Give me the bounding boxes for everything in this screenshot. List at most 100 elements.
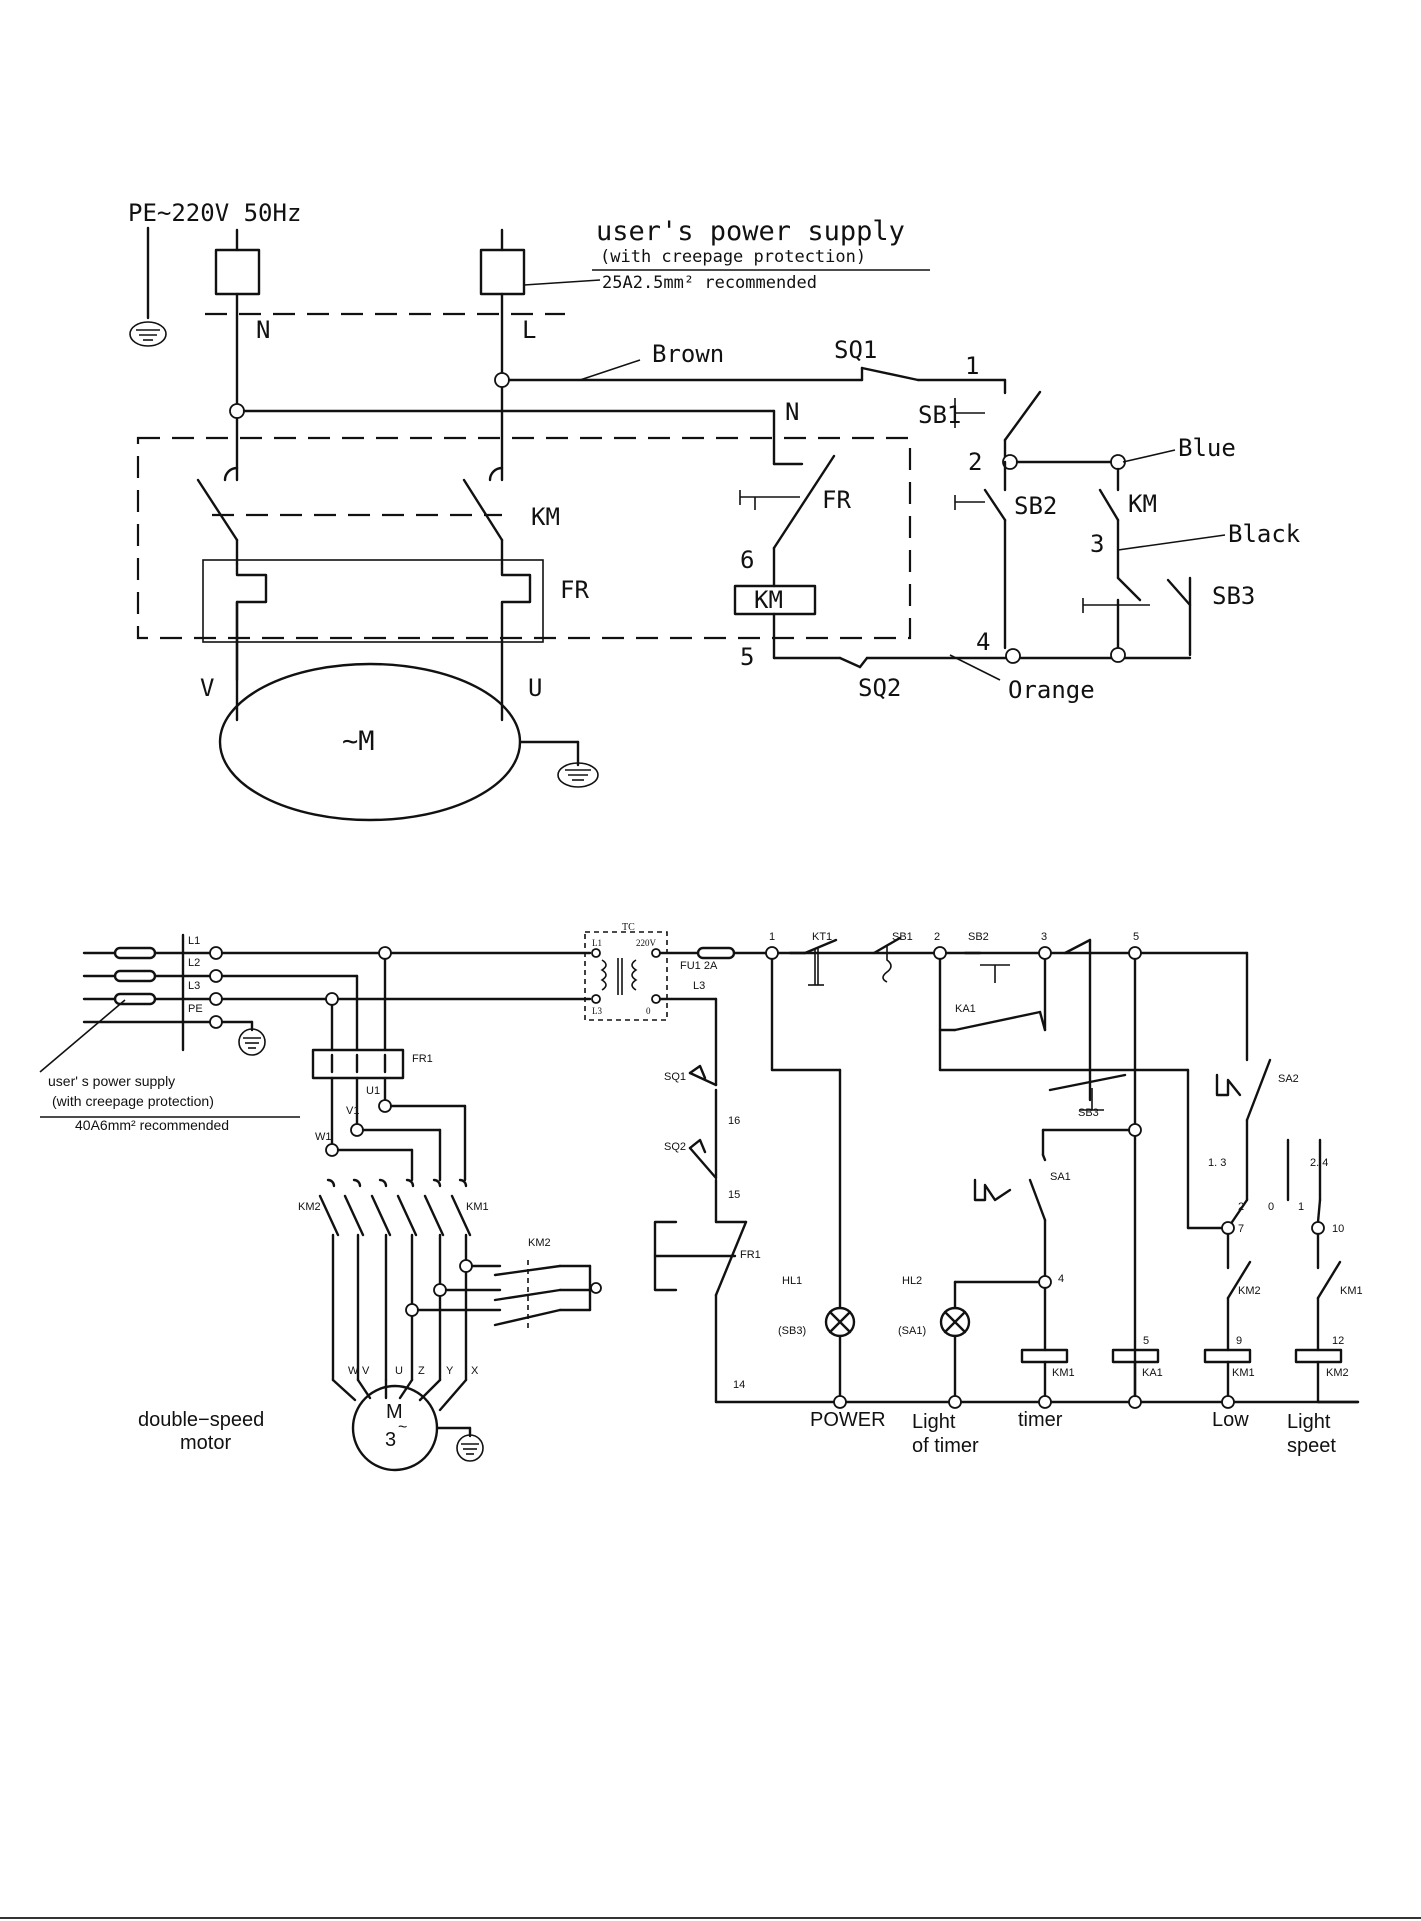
label-tc: TC (622, 922, 635, 933)
term-w: W (348, 1365, 359, 1377)
supply-recommend-2: 40A6mm² recommended (75, 1117, 229, 1133)
label-sq2-b: SQ2 (664, 1141, 686, 1153)
label-ka1-contact: KA1 (955, 1003, 976, 1015)
tc-0: 0 (646, 1006, 651, 1016)
motor-m: M (386, 1401, 403, 1423)
label-l3-ctrl: L3 (693, 980, 705, 992)
label-fr-ctrl: FR (822, 486, 851, 514)
label-sq1: SQ1 (834, 336, 877, 364)
km-contact-row (318, 1178, 472, 1237)
label-fr-main: FR (560, 576, 589, 604)
node-12: 12 (1332, 1335, 1344, 1347)
label-4: 4 (976, 628, 990, 656)
label-km-main: KM (531, 503, 560, 531)
label-hl1: HL1 (782, 1275, 802, 1287)
supply-note-2: (with creepage protection) (52, 1093, 214, 1109)
fr-thermal-relay (202, 559, 544, 643)
label-sb2: SB2 (1014, 492, 1057, 520)
label-sq1-b: SQ1 (664, 1071, 686, 1083)
label-1: 1 (965, 352, 979, 380)
node-10: 10 (1332, 1223, 1344, 1235)
label-3: 3 (1090, 530, 1104, 558)
caption-timer: timer (1018, 1409, 1063, 1431)
label-km1-c: KM1 (1340, 1285, 1363, 1297)
label-brown: Brown (652, 340, 724, 368)
label-sb3-b: SB3 (1078, 1107, 1099, 1119)
label-fu1: FU1 2A (680, 960, 718, 972)
ground-icon (238, 1028, 266, 1056)
term-u: U (395, 1365, 403, 1377)
label-u1: U1 (366, 1085, 380, 1097)
label-sb1-b: SB1 (892, 931, 913, 943)
enclosure (136, 436, 912, 640)
pe-voltage-label: PE~220V 50Hz (128, 199, 301, 227)
double-speed-wiring-diagram: L1 L2 L3 PE user' s power supply (with c… (39, 922, 1363, 1472)
supply-title: user's power supply (596, 216, 905, 247)
label-km2-c: KM2 (1238, 1285, 1261, 1297)
motor-caption-2: motor (180, 1432, 231, 1454)
node-5b: 5 (1143, 1335, 1149, 1347)
label-orange: Orange (1008, 676, 1095, 704)
caption-low: Low (1212, 1409, 1249, 1431)
ground-icon (557, 762, 599, 788)
motor-3: 3 (385, 1429, 396, 1451)
caption-light-speed-1: Light (1287, 1411, 1331, 1433)
label-l: L (522, 316, 536, 344)
label-km-coil: KM (754, 586, 783, 614)
term-z: Z (418, 1365, 425, 1377)
motor-label: ~M (342, 726, 375, 757)
label-l1: L1 (188, 935, 200, 947)
sw-pos-1: 1 (1298, 1201, 1304, 1213)
sw-pos-13: 1. 3 (1208, 1157, 1226, 1169)
label-pe: PE (188, 1003, 203, 1015)
caption-power: POWER (810, 1409, 886, 1431)
km1-low-coil (1203, 1348, 1252, 1364)
label-l3: L3 (188, 980, 200, 992)
label-fr1-ctrl: FR1 (740, 1249, 761, 1261)
node-15: 15 (728, 1189, 740, 1201)
coil-km1-low: KM1 (1232, 1367, 1255, 1379)
label-2: 2 (968, 448, 982, 476)
ground-icon (129, 321, 167, 347)
coil-km1-timer: KM1 (1052, 1367, 1075, 1379)
sw-pos-0: 0 (1268, 1201, 1274, 1213)
term-x: X (471, 1365, 479, 1377)
motor-tilde: ~ (398, 1419, 407, 1436)
label-v1: V1 (346, 1105, 359, 1117)
label-5: 5 (740, 643, 754, 671)
sw-pos-24: 2. 4 (1310, 1157, 1328, 1169)
label-sa1: SA1 (1050, 1171, 1071, 1183)
label-sq2: SQ2 (858, 674, 901, 702)
label-v: V (200, 674, 214, 702)
motor-caption-1: double−speed (138, 1409, 264, 1431)
sw-pos-2: 2 (1238, 1201, 1244, 1213)
label-kt1: KT1 (812, 931, 832, 943)
coil-km2: KM2 (1326, 1367, 1349, 1379)
node-7: 7 (1238, 1223, 1244, 1235)
label-sb3: SB3 (1212, 582, 1255, 610)
term-v: V (362, 1365, 370, 1377)
label-n2: N (785, 398, 799, 426)
motor-double-speed (351, 1384, 439, 1472)
single-speed-wiring-diagram: PE~220V 50Hz user's power supply (with c… (128, 199, 1301, 822)
fuse-n (214, 248, 261, 296)
caption-light-timer-2: of timer (912, 1435, 979, 1457)
label-sb2-b: SB2 (968, 931, 989, 943)
label-hl2: HL2 (902, 1275, 922, 1287)
supply-title-2: user' s power supply (48, 1073, 175, 1089)
label-w1: W1 (315, 1131, 332, 1143)
tc-220: 220V (636, 938, 657, 948)
fuse-l (479, 248, 526, 296)
node-2: 2 (934, 931, 940, 943)
tc-l3: L3 (592, 1006, 602, 1016)
node-4: 4 (1058, 1273, 1064, 1285)
km1-timer-coil (1020, 1348, 1069, 1364)
node-1: 1 (769, 931, 775, 943)
label-hl2-sub: (SA1) (898, 1325, 926, 1337)
label-blue: Blue (1178, 434, 1236, 462)
label-sa2: SA2 (1278, 1073, 1299, 1085)
caption-light-speed-2: speet (1287, 1435, 1336, 1457)
label-l2: L2 (188, 957, 200, 969)
label-u: U (528, 674, 542, 702)
